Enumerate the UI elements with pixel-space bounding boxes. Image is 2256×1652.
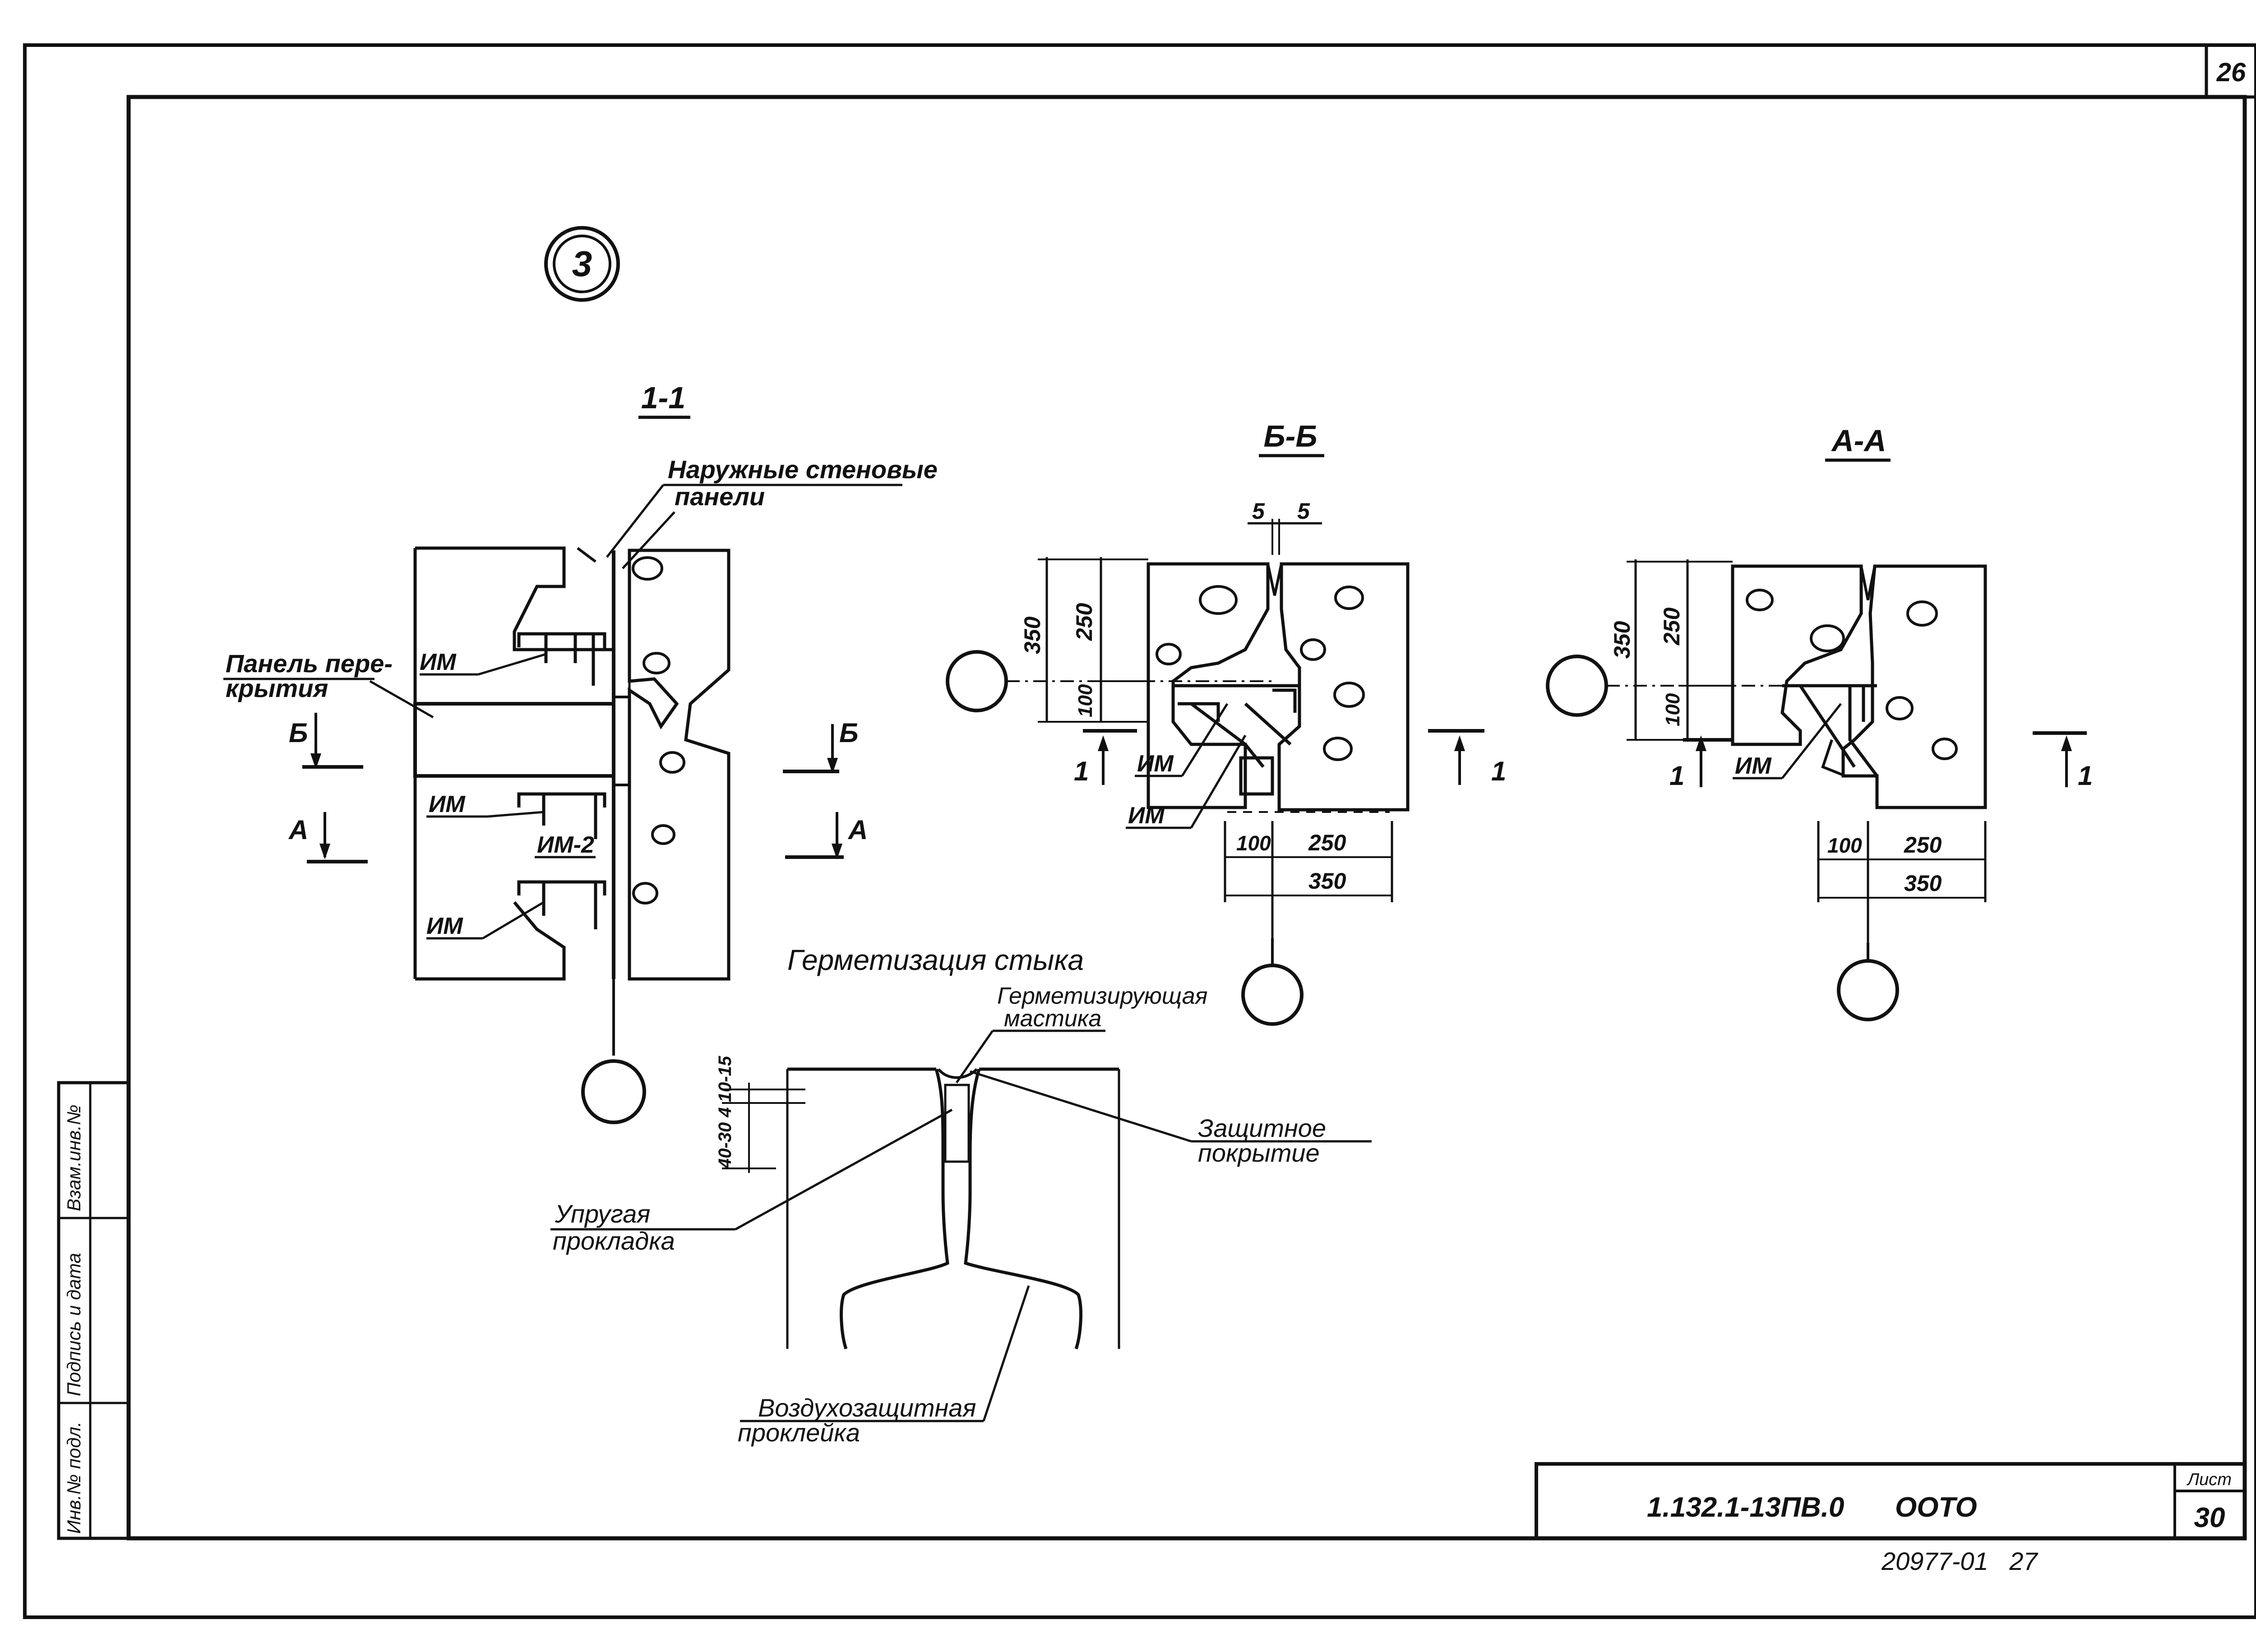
sealing-title: Герметизация стыка xyxy=(787,944,1084,976)
stamp-field-3: Взам.инв.№ xyxy=(63,1105,84,1211)
section-1-1: 1-1 Наружные стеновые панели Панель пере… xyxy=(223,381,938,1124)
sealing-vertical-dims: 40-30 4 10-15 xyxy=(715,1056,735,1169)
svg-text:350: 350 xyxy=(1020,616,1045,654)
list-number: 30 xyxy=(2194,1502,2225,1533)
ref-circle-bb-bottom xyxy=(1241,964,1304,1026)
floor-panel-label-1: Панель пере- xyxy=(226,649,393,678)
svg-text:350: 350 xyxy=(1308,868,1346,894)
im-label-3: ИМ xyxy=(426,913,463,939)
im2-label: ИМ-2 xyxy=(537,832,594,858)
svg-text:100: 100 xyxy=(1827,834,1862,857)
svg-text:3: 3 xyxy=(572,244,592,284)
side-stamp: Взам.инв.№ Подпись и дата Инв.№ подл. xyxy=(57,1081,130,1540)
air-label-1: Воздухозащитная xyxy=(758,1394,976,1422)
ref-circle-aa-left xyxy=(1546,655,1608,717)
inner-frame xyxy=(126,95,2247,1541)
aa-im-label: ИМ xyxy=(1735,753,1772,779)
svg-text:Б: Б xyxy=(839,718,858,748)
elastic-label-2: прокладка xyxy=(553,1227,675,1255)
svg-text:350: 350 xyxy=(1904,871,1942,896)
joint-sealing-detail: Герметизация стыка Герметизирующая масти… xyxy=(550,944,1372,1447)
svg-text:350: 350 xyxy=(1609,621,1635,659)
outer-panels-label-2: панели xyxy=(675,482,765,511)
outer-panels-label-1: Наружные стеновые xyxy=(668,455,938,484)
svg-text:250: 250 xyxy=(1904,832,1942,858)
svg-text:250: 250 xyxy=(1072,603,1097,641)
bb-im-label-1: ИМ xyxy=(1137,751,1174,777)
list-label: Лист xyxy=(2186,1470,2232,1489)
protective-label-1: Защитное xyxy=(1198,1114,1326,1142)
svg-text:250: 250 xyxy=(1308,830,1346,855)
svg-text:5: 5 xyxy=(1252,498,1265,524)
bottom-note: 20977-01 27 xyxy=(1881,1547,2038,1575)
floor-panel xyxy=(413,702,615,778)
corner-number-box xyxy=(2205,43,2256,99)
doc-suffix: ООТО xyxy=(1895,1492,1977,1523)
floor-panel-label-2: крытия xyxy=(226,674,328,702)
outer-border xyxy=(23,43,2256,1619)
section-bb-title: Б-Б xyxy=(1264,419,1318,453)
corner-number: 26 xyxy=(2216,58,2246,87)
detail-marker: 3 xyxy=(544,226,620,302)
svg-text:1: 1 xyxy=(1669,761,1684,791)
bb-im-label-2: ИМ xyxy=(1128,803,1165,829)
section-aa-title: А-А xyxy=(1831,424,1886,458)
im-label-2: ИМ xyxy=(429,791,466,817)
svg-text:1: 1 xyxy=(1074,756,1089,786)
title-block: Лист 30 1.132.1-13ПВ.0 ООТО xyxy=(1535,1462,2247,1540)
outer-wall-panel xyxy=(628,549,730,981)
stamp-field-1: Инв.№ подл. xyxy=(63,1421,84,1534)
ref-circle-aa-bottom xyxy=(1837,959,1899,1021)
ref-circle-1 xyxy=(581,1059,646,1124)
svg-text:100: 100 xyxy=(1074,684,1096,717)
im-label-1: ИМ xyxy=(420,649,457,675)
section-bb: Б-Б 5 5 350 250 100 ИМ xyxy=(946,419,1506,1026)
elastic-label-1: Упругая xyxy=(555,1200,650,1228)
svg-text:А: А xyxy=(847,815,868,845)
section-1-1-title: 1-1 xyxy=(641,381,685,415)
svg-text:1: 1 xyxy=(2078,761,2093,791)
mastic-label-2: мастика xyxy=(1004,1006,1101,1032)
mastic-label-1: Герметизирующая xyxy=(997,983,1207,1009)
svg-text:А: А xyxy=(288,815,308,845)
protective-label-2: покрытие xyxy=(1198,1139,1320,1167)
svg-text:5: 5 xyxy=(1297,498,1310,524)
svg-text:250: 250 xyxy=(1659,607,1684,646)
air-label-2: проклейка xyxy=(738,1418,860,1447)
doc-code: 1.132.1-13ПВ.0 xyxy=(1647,1492,1845,1523)
section-aa: А-А 350 250 100 ИМ 1 1 xyxy=(1546,424,2093,1021)
svg-text:100: 100 xyxy=(1236,831,1271,855)
stamp-field-2: Подпись и дата xyxy=(63,1253,84,1396)
svg-text:100: 100 xyxy=(1662,693,1684,726)
svg-text:Б: Б xyxy=(289,718,308,748)
svg-text:1: 1 xyxy=(1491,756,1506,786)
ref-circle-bb-left xyxy=(946,650,1008,712)
